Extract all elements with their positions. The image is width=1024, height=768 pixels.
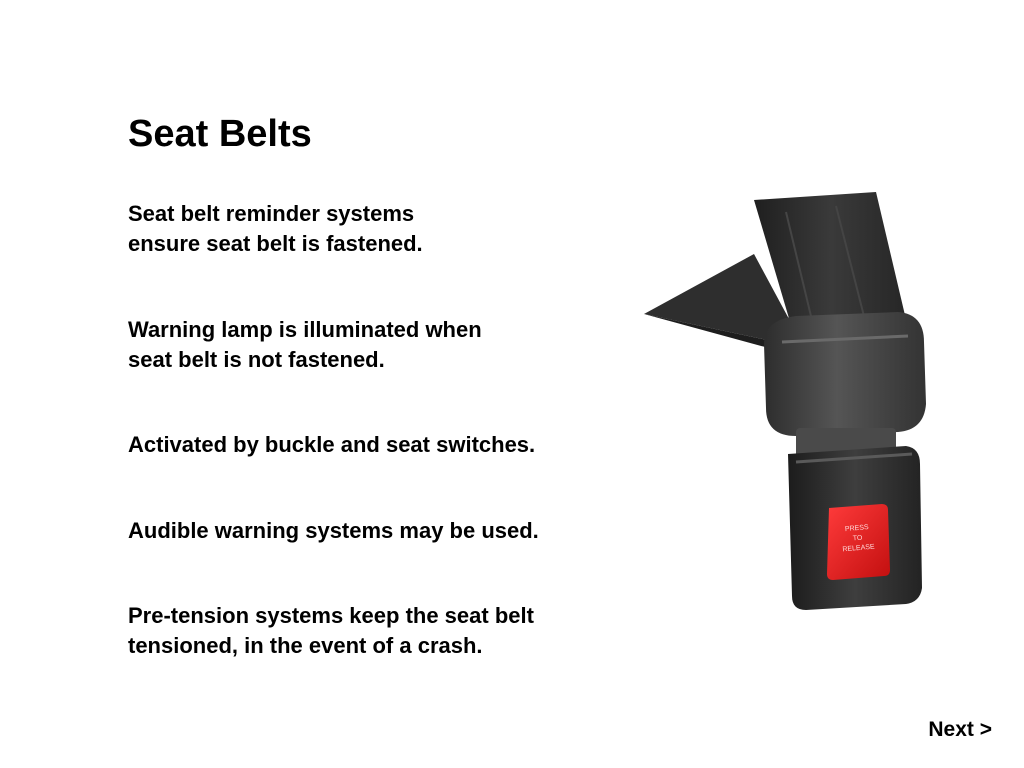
next-button[interactable]: Next > [928,718,992,741]
slide-title: Seat Belts [128,113,312,155]
bullet-point: Activated by buckle and seat switches. [128,432,536,457]
release-label-line: RELEASE [842,544,875,554]
bullet-point: Audible warning systems may be used. [128,518,539,543]
bullet-point: Pre-tension systems keep the seat belt t… [128,603,534,658]
release-label-line: TO [853,535,864,543]
bullet-point: Warning lamp is illuminated when seat be… [128,317,482,372]
bullet-point: Seat belt reminder systems ensure seat b… [128,201,423,256]
release-label-line: PRESS [845,524,870,533]
seat-belt-buckle-icon: PRESS TO RELEASE [644,192,926,610]
